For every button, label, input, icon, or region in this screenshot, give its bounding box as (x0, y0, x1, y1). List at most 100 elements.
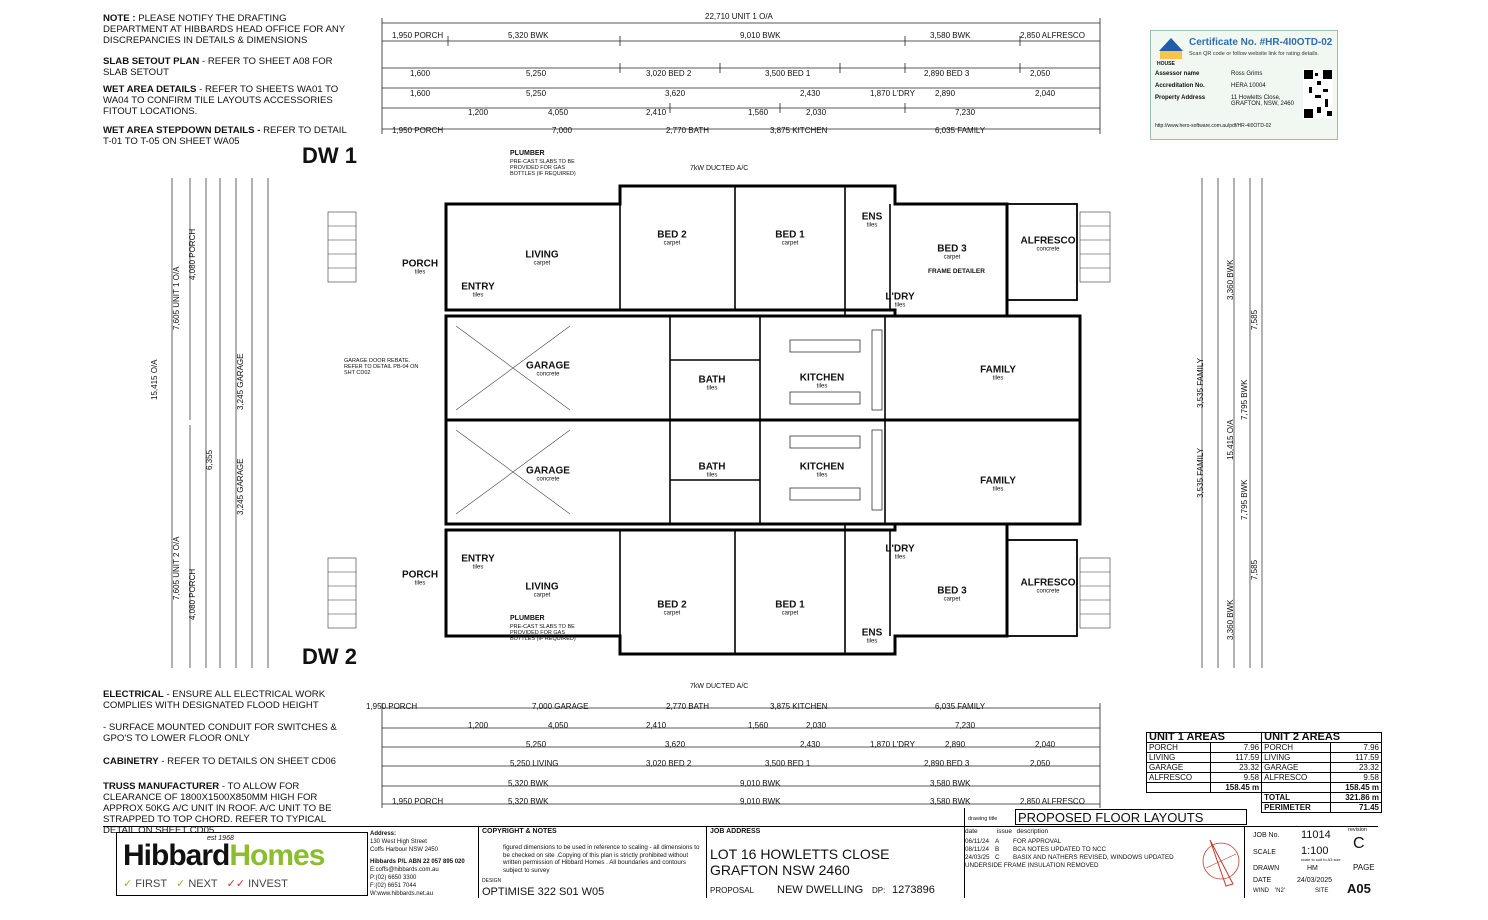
dim-right-3360-2: 3,360 BWK (1226, 599, 1235, 640)
scale-note: scale to suit to A3 size (1301, 857, 1341, 862)
plumber-top-note: PRE-CAST SLABS TO BE PROVIDED FOR GAS BO… (510, 159, 576, 177)
slogan-invest: INVEST (248, 878, 288, 890)
dim-right-family1: 3,535 FAMILY (1196, 357, 1205, 408)
drawing-title: PROPOSED FLOOR LAYOUTS (1015, 809, 1247, 825)
check-icon: ✓ (176, 878, 186, 890)
page-label: PAGE (1353, 863, 1375, 872)
bdim-r1-d: 3,875 KITCHEN (770, 702, 828, 711)
bdim-r4-d: 2,890 BED 3 (924, 759, 970, 768)
dim-r4-f: 2,890 (935, 89, 956, 98)
dim-r5-e: 2,030 (806, 108, 827, 117)
stepdown-note: WET AREA STEPDOWN DETAILS - REFER TO DET… (103, 125, 347, 147)
bdim-r2-d: 1,560 (748, 721, 769, 730)
brand-hibbard: Hibbard (123, 839, 230, 872)
dim-r3-b: 5,250 (526, 69, 547, 78)
dim-r6-b: 7,000 (552, 126, 573, 135)
check-icon: ✓ (123, 878, 133, 890)
bdim-r1-e: 6,035 FAMILY (935, 702, 986, 711)
dim-right-7585-2: 7,585 (1250, 559, 1259, 580)
design-name: OPTIMISE 322 S01 W05 (482, 886, 605, 898)
dim-r5-a: 1,200 (468, 108, 489, 117)
cert-assessor-label: Assessor name (1155, 71, 1200, 77)
frame-detailer-label: FRAME DETAILER (928, 268, 985, 275)
perimeter-label: PERIMETER (1261, 802, 1331, 813)
unit1-total: 158.45 m (1209, 782, 1263, 793)
bdim-r5-c: 3,580 BWK (930, 779, 971, 788)
bdim-r6-b: 5,320 BWK (508, 797, 549, 806)
dim-r6-e: 6,035 FAMILY (935, 126, 986, 135)
copyright-box: COPYRIGHT & NOTES figured dimensions to … (478, 826, 707, 898)
dim-r4-c: 3,620 (665, 89, 686, 98)
dim-bwk-1: 5,320 BWK (508, 31, 549, 40)
dim-left-overall: 15,415 O/A (150, 359, 159, 400)
dim-right-3360-1: 3,360 BWK (1226, 259, 1235, 300)
bdim-r1-b: 7,000 GARAGE (532, 702, 589, 711)
dim-r3-a: 1,600 (410, 69, 431, 78)
proposal-label: PROPOSAL (710, 886, 755, 895)
dim-right-family2: 3,535 FAMILY (1196, 447, 1205, 498)
bdim-r6-c: 9,010 BWK (740, 797, 781, 806)
cert-addr: 11 Howletts Close, GRAFTON, NSW, 2460 (1231, 95, 1294, 107)
garage-door-note: GARAGE DOOR REBATE. REFER TO DETAIL PB-0… (344, 358, 419, 376)
jobno-label: JOB No. (1253, 832, 1280, 839)
dim-r4-a: 1,600 (410, 89, 431, 98)
cert-url[interactable]: http://www.hero-software.com.au/pdf/HR-4… (1155, 123, 1272, 129)
dim-r6-d: 3,875 KITCHEN (770, 126, 828, 135)
bdim-r3-c: 2,430 (800, 740, 821, 749)
dim-left-6355: 6,355 (205, 449, 214, 470)
drawing-title-label: drawing title (968, 816, 998, 822)
total-area: 321.86 m (1329, 792, 1383, 803)
dim-right-bwk2: 7,795 BWK (1240, 479, 1249, 520)
dim-right-bwk1: 7,795 BWK (1240, 379, 1249, 420)
design-label: DESIGN (482, 878, 502, 884)
bdim-r1-a: 1,950 PORCH (366, 702, 418, 711)
bdim-r4-c: 3,500 BED 1 (765, 759, 811, 768)
dim-r4-e: 1,870 L'DRY (870, 89, 915, 98)
brand-est: est 1968 (207, 835, 234, 842)
bdim-r2-c: 2,410 (646, 721, 667, 730)
bdim-r2-e: 2,030 (806, 721, 827, 730)
bdim-r2-f: 7,230 (955, 721, 976, 730)
dim-r4-b: 5,250 (526, 89, 547, 98)
site-label: SITE (1315, 888, 1329, 894)
ac-bottom-label: 7kW DUCTED A/C (690, 683, 749, 690)
dim-unit1-overall: 22,710 UNIT 1 O/A (705, 12, 773, 21)
dim-r5-b: 4,050 (548, 108, 569, 117)
drawing-title-box: drawing title PROPOSED FLOOR LAYOUTS dat… (964, 808, 1247, 898)
dim-r5-f: 7,230 (955, 108, 976, 117)
job-scale-panel: JOB No. 11014 revision C SCALE 1:100 sca… (1244, 826, 1379, 898)
perimeter-value: 71.45 (1329, 802, 1383, 813)
cert-logo-text: HOUSE (1157, 61, 1175, 67)
electrical-note: ELECTRICAL - ENSURE ALL ELECTRICAL WORK … (103, 689, 326, 711)
plumber-top-label: PLUMBER (510, 150, 545, 157)
cert-title: Certificate No. #HR-4I0OTD-02 (1189, 37, 1333, 48)
dim-porch: 1,950 PORCH (392, 31, 444, 40)
brand-box: est 1968 HibbardHomes ✓ FIRST ✓ NEXT ✓✓ … (116, 832, 368, 896)
dim-r6-c: 2,770 BATH (666, 126, 709, 135)
job-head: JOB ADDRESS (710, 828, 761, 835)
dim-alfresco: 2,850 ALFRESCO (1020, 31, 1085, 40)
dim-r5-c: 2,410 (646, 108, 667, 117)
revision-value: C (1353, 835, 1365, 852)
dim-r3-d: 3,500 BED 1 (765, 69, 811, 78)
unit1-areas-title: UNIT 1 AREAS (1145, 732, 1263, 743)
bdim-r6-e: 2,850 ALFRESCO (1020, 797, 1085, 806)
dim-r5-d: 1,560 (748, 108, 769, 117)
date-value: 24/03/2025 (1297, 877, 1333, 884)
dw2-label: DW 2 (302, 644, 357, 669)
bdim-r6-d: 3,580 BWK (930, 797, 971, 806)
